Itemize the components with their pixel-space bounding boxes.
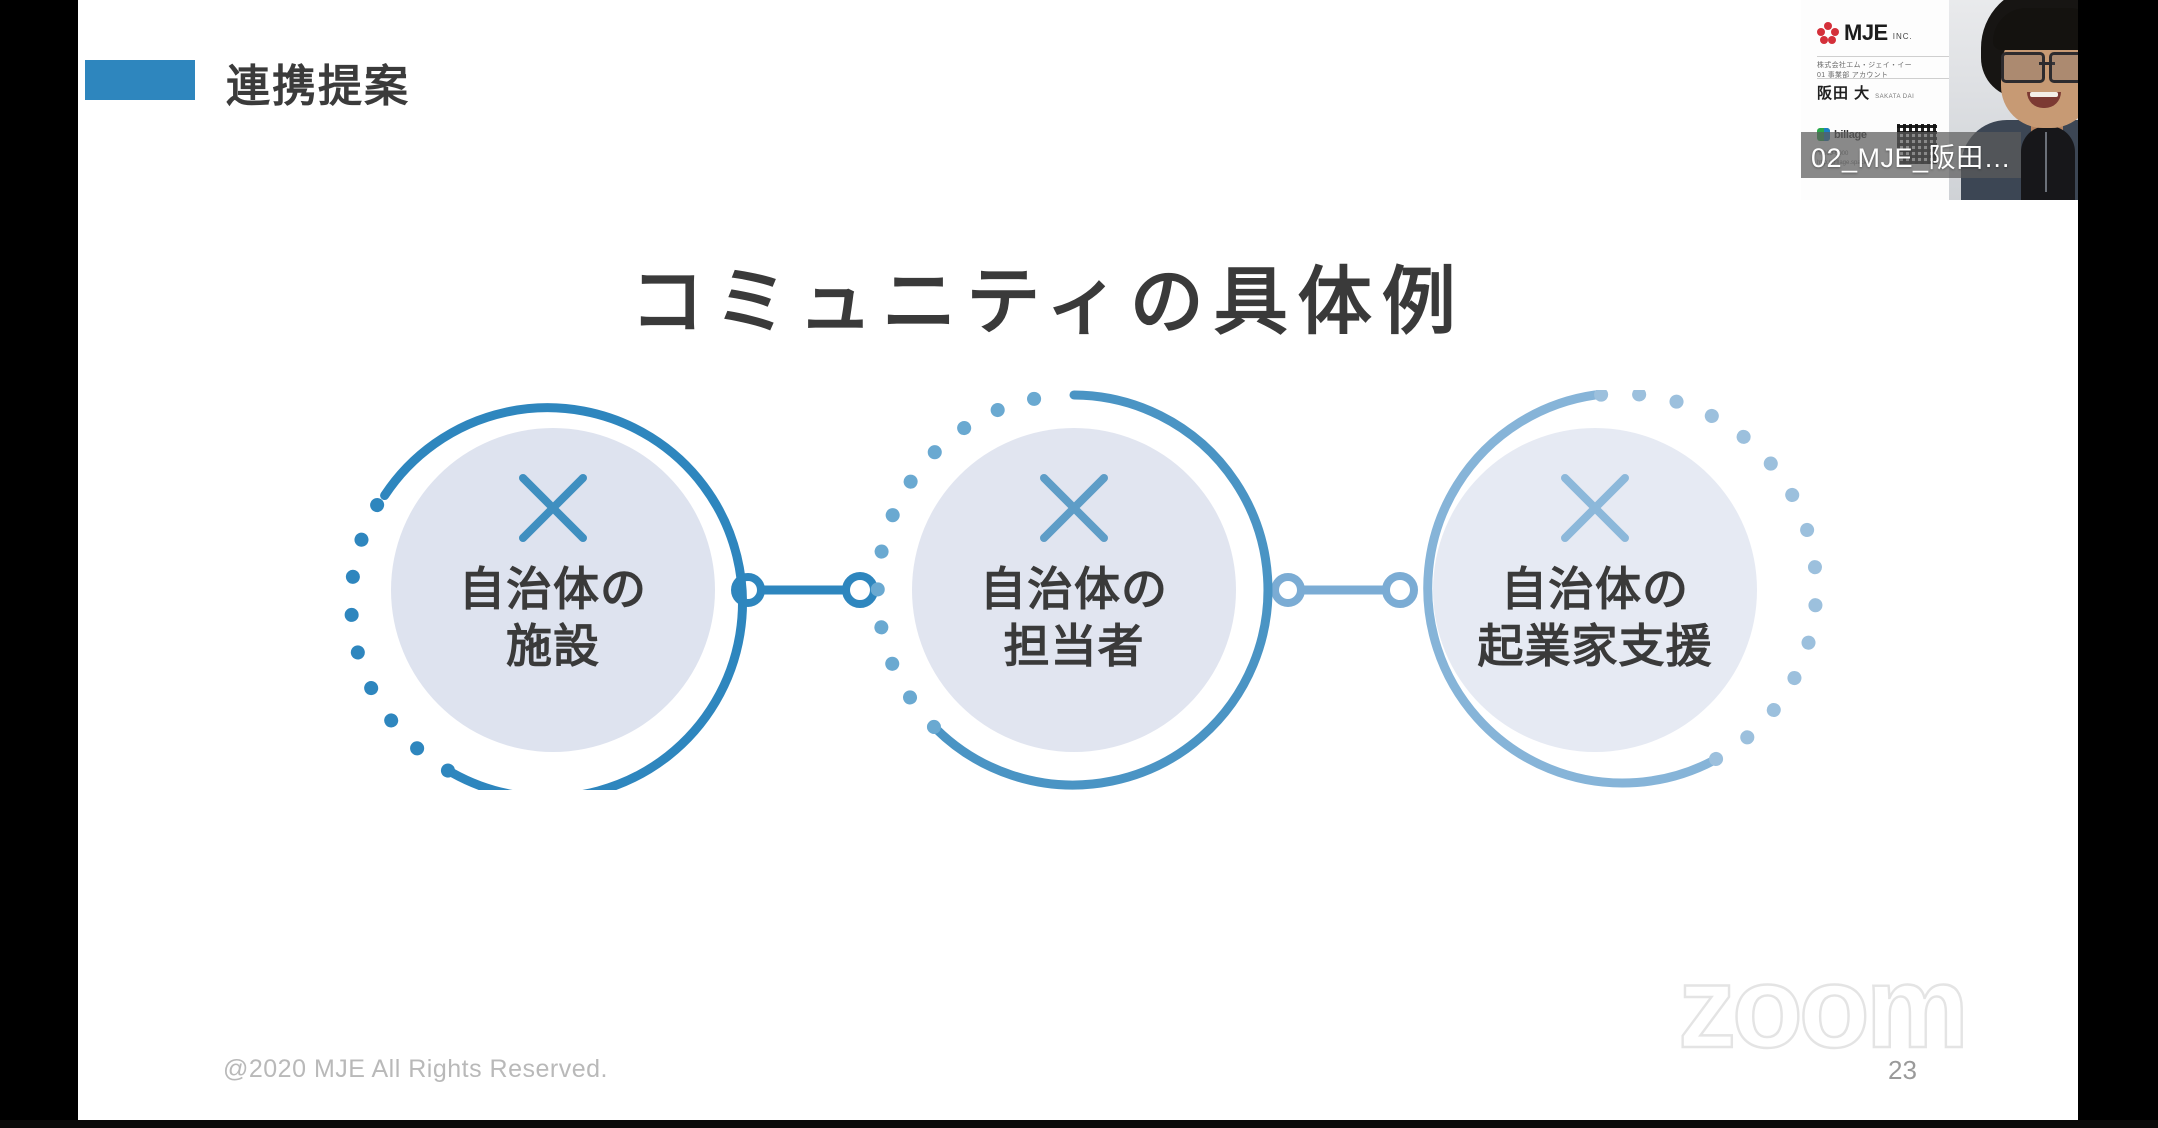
node-3-solid-arc [1423,390,1719,788]
node-1-solid-arc [380,403,747,790]
node-2-dotted-arc [870,390,1078,734]
node-2: 自治体の 担当者 [870,390,1273,790]
zoom-watermark-text: zoom [1678,955,1965,1065]
page-number: 23 [1888,1055,1917,1085]
card-person-name-text: 阪田 大 [1817,85,1871,102]
zoom-watermark: zoom [1677,941,2038,1073]
node-3-dotted-arc [1591,390,1824,766]
node-3-x-icon [1561,474,1629,542]
node-2-label-line2: 担当者 [1004,620,1145,672]
page-title: コミュニティの具体例 [630,260,1466,343]
window-bottom-edge [0,1120,2158,1128]
node-3-disc [1433,428,1757,752]
node-2-solid-arc [931,390,1273,790]
node-3-label-line2: 起業家支援 [1478,620,1713,672]
presentation-slide: 連携提案 コミュニティの具体例 [78,0,2078,1120]
person-mouth [2027,92,2061,108]
mje-flower-icon [1817,22,1839,44]
node-1-disc [391,428,715,752]
card-company-line: 株式会社エム・ジェイ・イー [1817,62,1912,69]
person-glasses-icon [2001,52,2078,83]
participant-name-text: 02_MJE_阪田… [1811,142,2012,173]
node-1-label-line1: 自治体の [459,563,647,615]
node-1-x-icon [519,474,587,542]
node-1-label-line2: 施設 [506,620,600,672]
mje-wordmark: MJE [1844,20,1888,45]
participant-video-tile[interactable]: MJE INC. 株式会社エム・ジェイ・イー 01 事業部 アカウント 阪田 大… [1801,0,2078,200]
card-divider-top [1817,56,1957,57]
participant-name-label: 02_MJE_阪田… [1801,132,2022,178]
person-shirt [2021,126,2075,200]
card-person-name: 阪田 大 SAKATA DAI [1817,82,1914,103]
node-3: 自治体の 起業家支援 [1423,390,1824,788]
node-1: 自治体の 施設 [344,403,747,790]
connector-1-2 [731,572,878,608]
node-2-disc [912,428,1236,752]
mje-inc-suffix: INC. [1892,32,1913,41]
person-hair-front [1993,8,2078,50]
mje-logo: MJE INC. [1817,22,1913,44]
card-person-romaji: SAKATA DAI [1875,94,1915,100]
node-1-dotted-arc [344,490,455,778]
community-examples-diagram: 自治体の 施設 自治体の 担当者 [198,390,2018,790]
card-divider-bottom [1817,78,1957,79]
person-lanyard [2045,132,2047,192]
copyright-notice: @2020 MJE All Rights Reserved. [223,1055,608,1083]
node-2-x-icon [1040,474,1108,542]
node-3-label-line1: 自治体の [1501,563,1689,615]
section-accent-bar [85,60,195,100]
connector-2-3 [1271,572,1418,608]
card-department-line: 01 事業部 アカウント [1817,72,1889,79]
section-label: 連携提案 [226,62,410,111]
node-2-label-line1: 自治体の [980,563,1168,615]
